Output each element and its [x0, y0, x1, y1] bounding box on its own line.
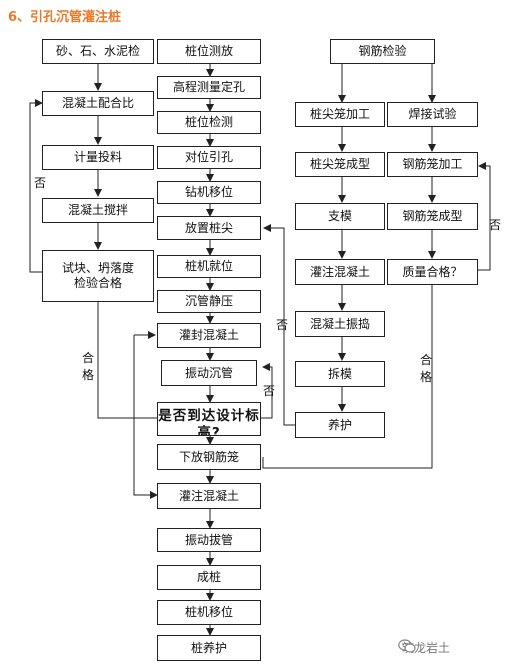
- page-title: 6、引孔沉管灌注桩: [8, 10, 122, 25]
- label-pass-left: 合格: [82, 351, 95, 382]
- weld-test-node: 焊接试验: [387, 102, 478, 127]
- vibrate-node: 混凝土振捣: [295, 311, 385, 337]
- label-no-right: 否: [489, 218, 502, 232]
- label-pass-right: 合格: [420, 353, 433, 384]
- arrow-design-elev-feedback: [261, 363, 273, 419]
- line-test-to-mid: [97, 302, 157, 419]
- curing-node: 养护: [295, 412, 385, 438]
- pile-cure-node: 桩养护: [157, 635, 261, 661]
- lower-cage-node: 下放钢筋笼: [157, 444, 261, 470]
- align-hole-node: 对位引孔: [157, 146, 261, 169]
- watermark-text: 筑龙岩土: [402, 641, 451, 655]
- design-elevation-decision: 是否到达设计标高?: [157, 402, 261, 436]
- arrow-to-pour: [133, 335, 158, 499]
- static-press-node: 沉管静压: [157, 290, 261, 313]
- arrow-left-feedback: [29, 99, 43, 273]
- tip-cage-process-node: 桩尖笼加工: [295, 102, 385, 127]
- pile-layout-node: 桩位测放: [157, 39, 261, 64]
- formwork-node: 支模: [295, 203, 385, 230]
- label-no-mid-right: 否: [263, 384, 276, 398]
- label-no-left: 否: [34, 176, 47, 190]
- arrow-curing-to-tip: [263, 224, 295, 426]
- mixing-node: 混凝土搅拌: [42, 198, 154, 223]
- seal-concrete-node: 灌封混凝土: [157, 323, 261, 348]
- place-tip-node: 放置桩尖: [157, 216, 261, 240]
- rebar-check-node: 钢筋检验: [330, 39, 435, 64]
- test-block-node: 试块、坍落度检验合格: [42, 250, 154, 302]
- vibro-sink-node: 振动沉管: [161, 360, 257, 386]
- metering-node: 计量投料: [42, 145, 154, 170]
- quality-ok-decision: 质量合格？: [387, 259, 478, 285]
- pile-formed-node: 成桩: [157, 565, 261, 590]
- rig-move-node: 桩机移位: [157, 600, 261, 625]
- left-material-check: 砂、石、水泥检: [42, 39, 154, 64]
- cage-process-node: 钢筋笼加工: [387, 152, 478, 177]
- label-no-mid: 否: [276, 318, 289, 332]
- line-quality-down: [262, 285, 433, 469]
- demold-node: 拆模: [295, 361, 385, 387]
- drill-move-node: 钻机移位: [157, 181, 261, 204]
- tip-cage-form-node: 桩尖笼成型: [295, 152, 385, 177]
- pour-concrete-node: 灌注混凝土: [157, 483, 261, 509]
- vibro-pull-node: 振动拔管: [157, 528, 261, 552]
- pile-check-node: 桩位检测: [157, 111, 261, 134]
- watermark: 筑龙岩土: [398, 639, 450, 656]
- rig-in-place-node: 桩机就位: [157, 255, 261, 278]
- arrow-quality-feedback: [478, 162, 491, 271]
- mix-ratio-node: 混凝土配合比: [42, 91, 154, 116]
- pour-concrete-right-node: 灌注混凝土: [295, 259, 385, 285]
- cage-form-node: 钢筋笼成型: [387, 203, 478, 230]
- elevation-node: 高程测量定孔: [157, 76, 261, 99]
